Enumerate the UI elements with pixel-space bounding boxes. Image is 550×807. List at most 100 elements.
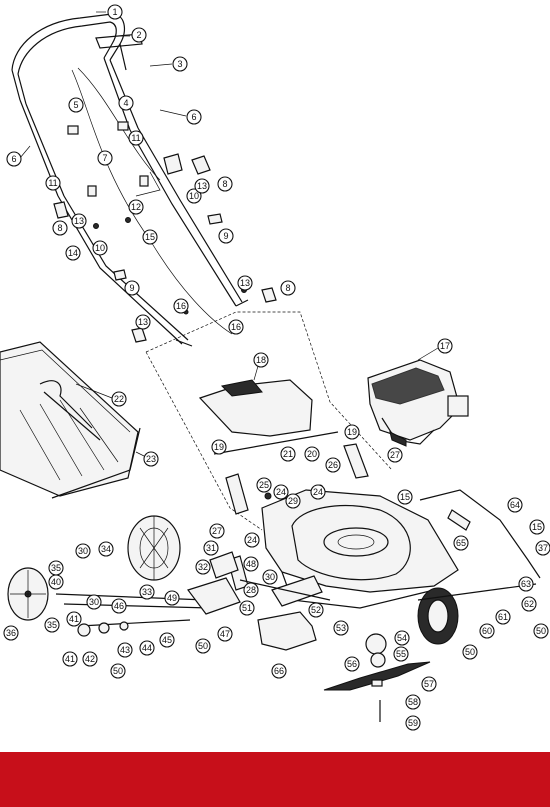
- svg-text:46: 46: [114, 601, 124, 611]
- callout-64: 64: [507, 497, 523, 513]
- svg-text:49: 49: [167, 593, 177, 603]
- svg-text:42: 42: [85, 654, 95, 664]
- svg-text:41: 41: [65, 654, 75, 664]
- callout-16a: 16: [173, 298, 189, 314]
- callout-7: 7: [97, 150, 113, 166]
- callout-15b: 15: [397, 489, 413, 505]
- callout-24c: 24: [310, 484, 326, 500]
- callout-21: 21: [280, 446, 296, 462]
- svg-text:58: 58: [408, 697, 418, 707]
- callout-48: 48: [243, 556, 259, 572]
- svg-text:61: 61: [498, 612, 508, 622]
- callout-17: 17: [417, 338, 453, 361]
- svg-text:15: 15: [145, 232, 155, 242]
- svg-text:23: 23: [146, 454, 156, 464]
- callout-61: 61: [495, 609, 511, 625]
- callout-24a: 24: [273, 484, 289, 500]
- callout-66: 66: [271, 663, 287, 679]
- footer-color-bar: [0, 752, 550, 807]
- svg-text:30: 30: [89, 597, 99, 607]
- callout-30b: 30: [86, 594, 102, 610]
- svg-text:22: 22: [114, 394, 124, 404]
- svg-text:27: 27: [390, 450, 400, 460]
- svg-text:64: 64: [510, 500, 520, 510]
- callout-13b: 13: [71, 213, 87, 229]
- exploded-parts-diagram: 1 2 3 4 5 6 6 7 8 8 8 9 9 10 10 11 11 12…: [0, 4, 550, 731]
- mower-deck: [261, 489, 459, 609]
- callout-57: 57: [421, 676, 437, 692]
- callout-22: 22: [75, 383, 127, 407]
- callout-50b: 50: [195, 638, 211, 654]
- callout-18: 18: [253, 352, 269, 381]
- svg-text:3: 3: [177, 59, 182, 69]
- callout-30a: 30: [75, 543, 91, 559]
- callout-34: 34: [98, 541, 114, 557]
- callout-12: 12: [128, 199, 144, 215]
- svg-text:19: 19: [347, 427, 357, 437]
- engine: [367, 359, 469, 447]
- callout-8a: 8: [217, 176, 233, 192]
- callout-10a: 10: [186, 188, 202, 204]
- callout-32: 32: [195, 559, 211, 575]
- callout-4: 4: [118, 95, 134, 111]
- svg-text:37: 37: [538, 543, 548, 553]
- svg-text:13: 13: [197, 181, 207, 191]
- svg-text:30: 30: [265, 572, 275, 582]
- callout-47: 47: [217, 626, 233, 642]
- callout-53: 53: [333, 620, 349, 636]
- svg-text:52: 52: [311, 605, 321, 615]
- callout-50c: 50: [462, 644, 478, 660]
- callout-3: 3: [149, 56, 188, 72]
- callout-8c: 8: [280, 280, 296, 296]
- callout-25: 25: [256, 477, 272, 493]
- svg-text:63: 63: [521, 579, 531, 589]
- callout-36: 36: [3, 625, 19, 641]
- callout-63: 63: [518, 576, 534, 592]
- callout-15a: 15: [142, 229, 158, 245]
- svg-text:60: 60: [482, 626, 492, 636]
- callout-9b: 9: [124, 280, 140, 296]
- callout-35b: 35: [44, 617, 60, 633]
- svg-text:65: 65: [456, 538, 466, 548]
- svg-text:51: 51: [242, 603, 252, 613]
- svg-text:9: 9: [223, 231, 228, 241]
- svg-text:32: 32: [198, 562, 208, 572]
- svg-text:5: 5: [73, 100, 78, 110]
- svg-text:16: 16: [176, 301, 186, 311]
- svg-text:12: 12: [131, 202, 141, 212]
- svg-text:8: 8: [222, 179, 227, 189]
- svg-text:25: 25: [259, 480, 269, 490]
- callout-9a: 9: [218, 228, 234, 244]
- callout-37: 37: [535, 540, 550, 556]
- callout-56: 56: [344, 656, 360, 672]
- svg-text:41: 41: [69, 614, 79, 624]
- svg-text:11: 11: [131, 133, 140, 143]
- svg-text:34: 34: [101, 544, 111, 554]
- svg-text:4: 4: [123, 98, 128, 108]
- svg-text:24: 24: [276, 487, 286, 497]
- callout-13d: 13: [135, 314, 151, 330]
- svg-text:43: 43: [120, 645, 130, 655]
- svg-text:45: 45: [162, 635, 172, 645]
- callout-6a: 6: [159, 109, 202, 125]
- callout-35a: 35: [48, 560, 64, 576]
- svg-text:24: 24: [247, 535, 257, 545]
- svg-text:20: 20: [307, 449, 317, 459]
- callout-58: 58: [405, 694, 421, 710]
- svg-text:27: 27: [212, 526, 222, 536]
- callout-45: 45: [159, 632, 175, 648]
- svg-text:7: 7: [102, 153, 107, 163]
- svg-text:13: 13: [240, 278, 250, 288]
- callout-44: 44: [139, 640, 155, 656]
- callout-65: 65: [453, 535, 469, 551]
- grass-catcher: [0, 341, 141, 499]
- svg-text:24: 24: [313, 487, 323, 497]
- svg-text:19: 19: [214, 442, 224, 452]
- callout-19a: 19: [211, 439, 227, 455]
- callout-60: 60: [479, 623, 495, 639]
- callout-42: 42: [82, 651, 98, 667]
- callout-52: 52: [308, 602, 324, 618]
- callout-51: 51: [239, 600, 255, 616]
- callout-6b: 6: [6, 145, 31, 167]
- callout-2: 2: [120, 27, 147, 43]
